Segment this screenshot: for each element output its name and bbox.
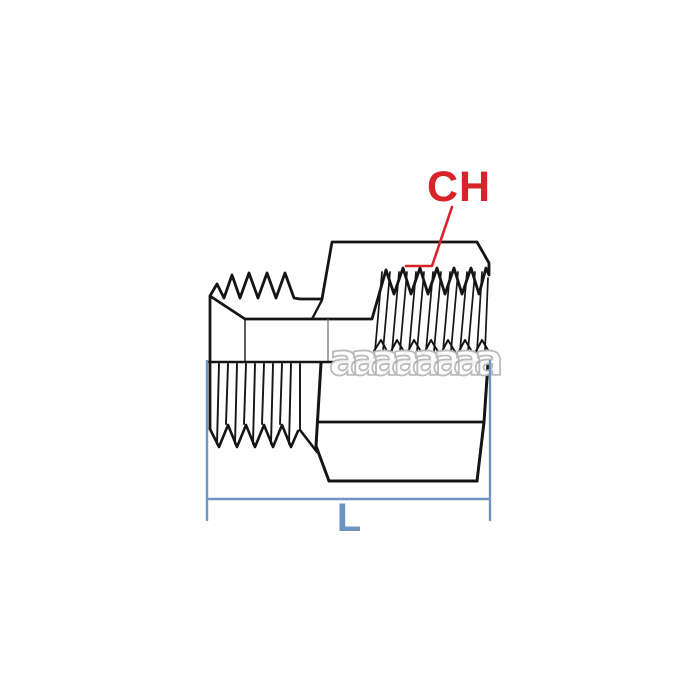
ch-leader-line: [404, 205, 454, 268]
male-thread-exterior: [208, 360, 319, 454]
neck-cone-edge: [298, 428, 319, 454]
l-dimension: L: [205, 360, 492, 540]
watermark-text: aaaaaaaa: [329, 335, 501, 386]
male-thread-lines: [216, 363, 292, 445]
ch-label: CH: [427, 163, 491, 211]
section-cross-hatch-body: [208, 240, 491, 321]
dimension-label-l: L: [337, 496, 361, 540]
hex-shoulder-chamfer: [310, 298, 324, 321]
female-thread-root-zigzag: [373, 339, 489, 356]
ch-callout: CH: [404, 163, 491, 268]
hex-left-edge: [314, 361, 331, 483]
male-thread-crest-zigzag: [208, 423, 300, 449]
hex-exterior: [314, 361, 490, 483]
female-thread-flank-lines: [374, 271, 489, 352]
